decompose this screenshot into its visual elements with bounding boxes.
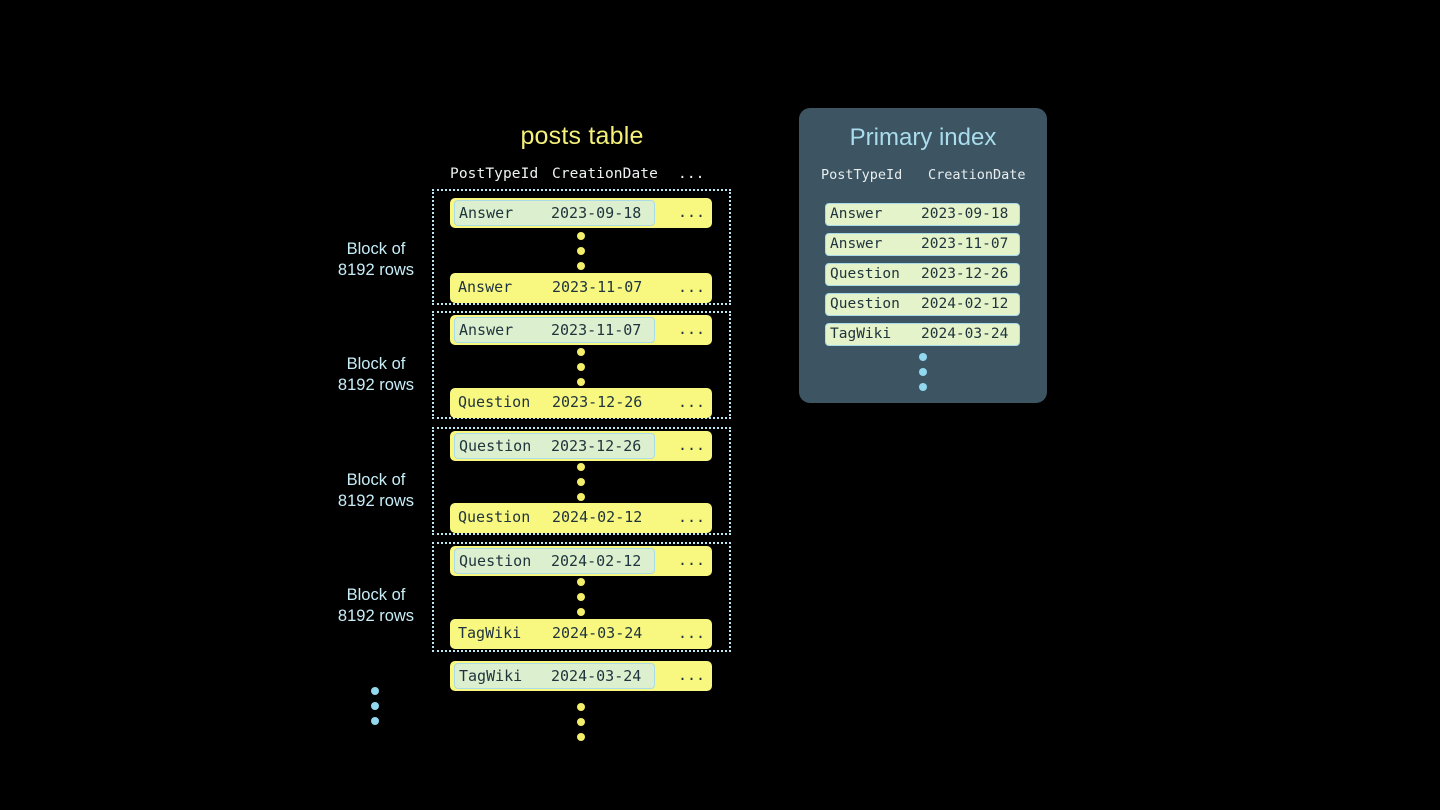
primary-index-column-headers: PostTypeId CreationDate: [821, 167, 1031, 187]
posts-column-header-more: ...: [678, 166, 705, 182]
posts-block-2: [432, 311, 731, 419]
posts-block-2-label: Block of 8192 rows: [337, 355, 415, 394]
posts-block-4-label: Block of 8192 rows: [337, 586, 415, 625]
posts-table-continuation-dots: [577, 703, 587, 741]
posts-row-block2-first: Answer 2023-11-07 ...: [450, 315, 712, 345]
index-mark-chip: [454, 433, 655, 459]
posts-row-block1-last: Answer 2023-11-07 ...: [450, 273, 712, 303]
posts-block3-row-ellipsis-dots: [577, 463, 587, 501]
posts-block1-row-ellipsis-dots: [577, 232, 587, 270]
index-continuation-dots: [919, 353, 929, 391]
index-row-4: Question 2024-02-12: [825, 293, 1020, 316]
index-mark-chip: [454, 200, 655, 226]
posts-column-header-posttypeid: PostTypeId: [450, 166, 539, 182]
posts-column-header-creationdate: CreationDate: [552, 166, 658, 182]
posts-row-block4-last: TagWiki 2024-03-24 ...: [450, 619, 712, 649]
posts-block-3-label: Block of 8192 rows: [337, 471, 415, 510]
index-mark-chip: [454, 548, 655, 574]
posts-row-block2-last: Question 2023-12-26 ...: [450, 388, 712, 418]
index-mark-chip: [454, 317, 655, 343]
posts-block-1-label: Block of 8192 rows: [337, 240, 415, 279]
posts-row-block1-first: Answer 2023-09-18 ...: [450, 198, 712, 228]
index-row-1: Answer 2023-09-18: [825, 203, 1020, 226]
posts-table-title: posts table: [520, 122, 644, 150]
posts-row-block3-first: Question 2023-12-26 ...: [450, 431, 712, 461]
posts-blocks-continuation-dots: [371, 687, 381, 725]
index-row-3: Question 2023-12-26: [825, 263, 1020, 286]
primary-index-title: Primary index: [849, 124, 997, 151]
posts-row-block3-last: Question 2024-02-12 ...: [450, 503, 712, 533]
index-row-2: Answer 2023-11-07: [825, 233, 1020, 256]
posts-block4-row-ellipsis-dots: [577, 578, 587, 616]
posts-block-1: [432, 189, 731, 305]
index-column-header-posttypeid: PostTypeId: [821, 167, 903, 183]
primary-index-panel: Primary index PostTypeId CreationDate An…: [799, 108, 1047, 403]
index-mark-chip: [454, 663, 655, 689]
posts-block2-row-ellipsis-dots: [577, 348, 587, 386]
posts-row-trailing: TagWiki 2024-03-24 ...: [450, 661, 712, 691]
index-row-5: TagWiki 2024-03-24: [825, 323, 1020, 346]
index-column-header-creationdate: CreationDate: [928, 167, 1026, 183]
posts-block-4: [432, 542, 731, 652]
posts-block-3: [432, 427, 731, 535]
posts-table-column-headers: PostTypeId CreationDate ...: [450, 166, 715, 186]
posts-row-block4-first: Question 2024-02-12 ...: [450, 546, 712, 576]
